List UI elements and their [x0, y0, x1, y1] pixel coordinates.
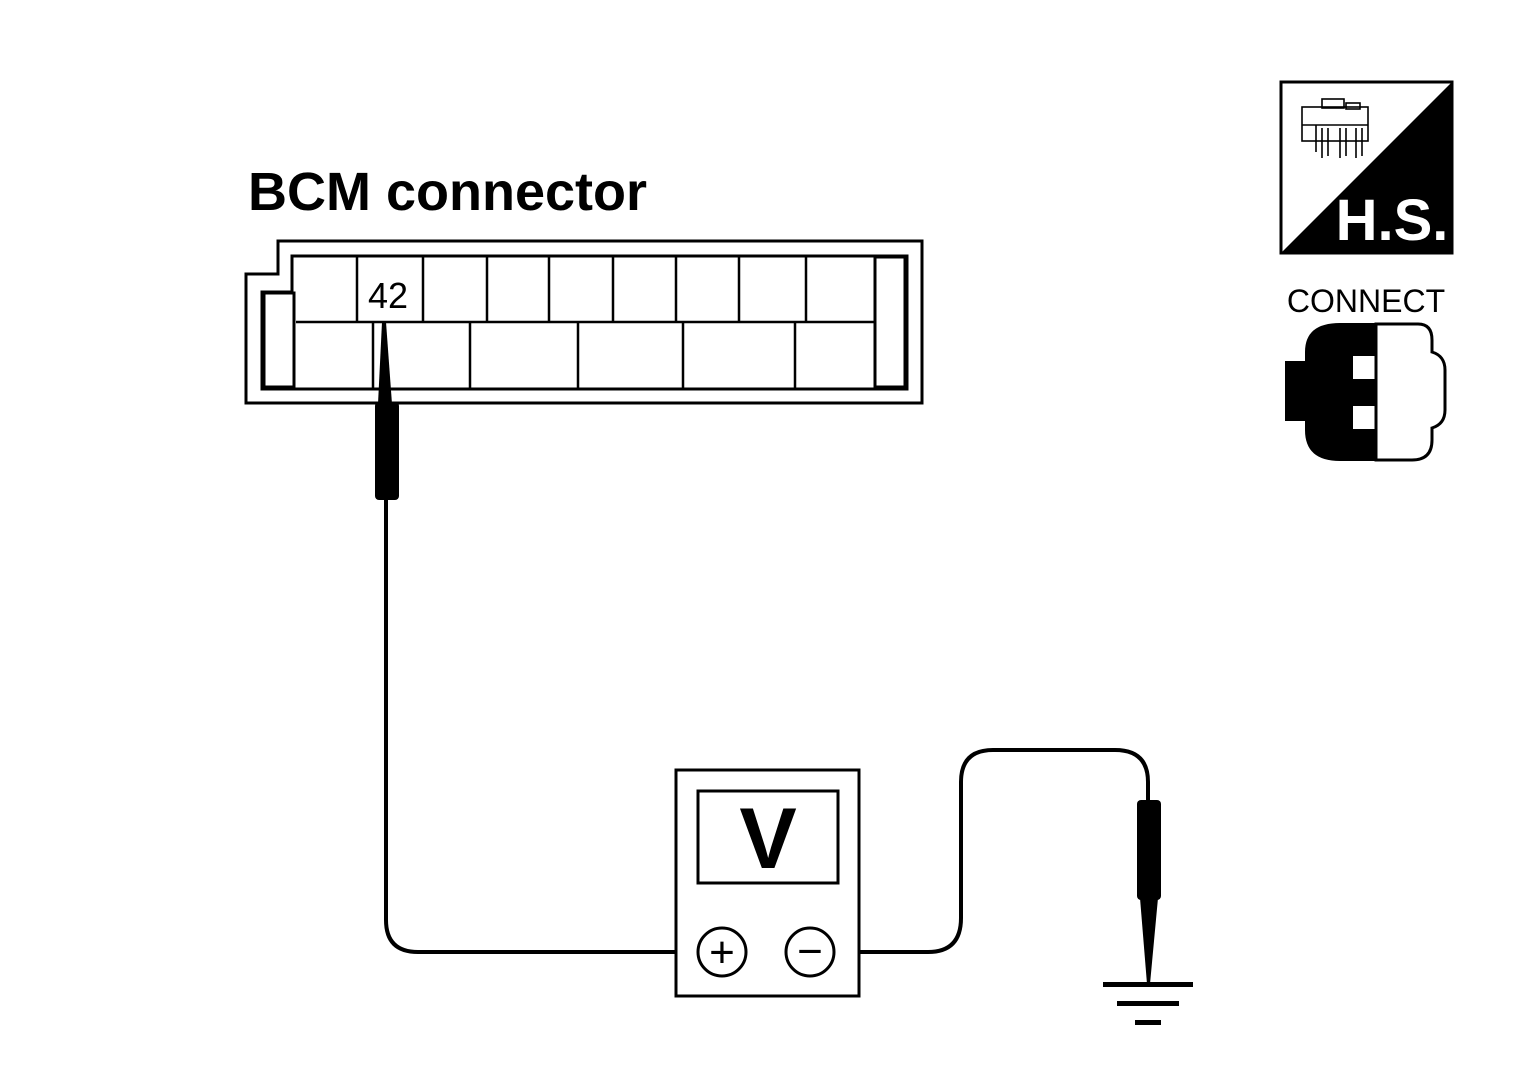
- hs-label: H.S.: [1336, 188, 1449, 253]
- negative-terminal: [784, 926, 836, 978]
- harness-side-icon: [1301, 98, 1369, 158]
- positive-probe-icon: [375, 322, 399, 500]
- connector-title: BCM connector: [248, 162, 647, 222]
- positive-terminal: [696, 926, 748, 978]
- negative-probe-icon: [1137, 800, 1161, 984]
- voltmeter-display: [696, 789, 840, 885]
- harness-side-badge: H.S.: [1279, 80, 1454, 255]
- negative-lead-wire: [832, 748, 1150, 954]
- terminal-42-label: 42: [368, 275, 408, 316]
- ground-symbol-icon: [1103, 982, 1193, 1025]
- connector-housing: [244, 239, 924, 405]
- test-leads: [384, 496, 1150, 954]
- positive-lead-wire: [384, 496, 700, 954]
- negative-terminal-symbol: −: [797, 927, 823, 976]
- bcm-connector: [244, 239, 924, 405]
- voltmeter-symbol: V: [739, 791, 796, 887]
- terminal-grid: [296, 257, 874, 388]
- voltmeter-icon: V + −: [674, 768, 861, 998]
- connector-right-latch: [873, 255, 907, 389]
- positive-terminal-symbol: +: [709, 928, 735, 977]
- connect-connector-icon: [1285, 322, 1447, 462]
- connect-label: CONNECT: [1287, 283, 1445, 319]
- connector-left-latch: [262, 291, 296, 389]
